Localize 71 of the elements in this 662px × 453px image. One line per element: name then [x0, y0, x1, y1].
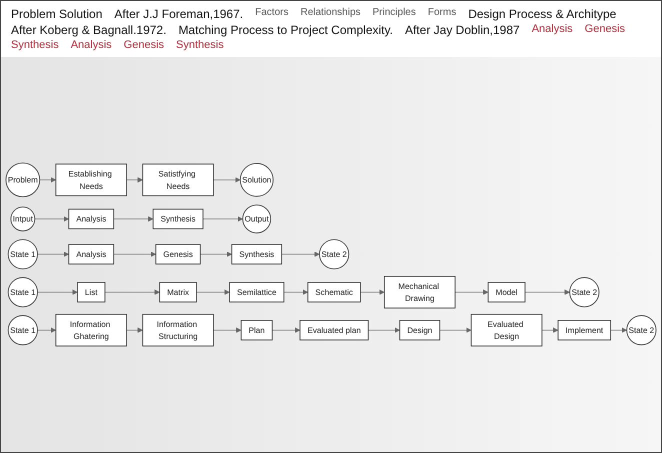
annotation-text: Factors: [255, 7, 288, 20]
node-box: Information Structuring: [142, 314, 214, 346]
arrow: [542, 327, 558, 333]
arrow: [200, 252, 232, 257]
arrow: [37, 289, 78, 295]
node-circle: State 1: [8, 277, 38, 308]
heading-text: Matching Process to Project Complexity.: [178, 23, 393, 37]
arrow: [284, 289, 308, 295]
heading-text: After J.J Foreman,1967.: [114, 7, 244, 21]
phase-label: Analysis: [70, 39, 112, 51]
node-circle: State 2: [626, 315, 656, 346]
annotation-text: Relationships: [300, 7, 361, 20]
arrow: [454, 289, 488, 295]
node-box: Analysis: [68, 208, 114, 230]
node-box: Satistfying Needs: [142, 164, 214, 196]
node-box: Analysis: [68, 244, 114, 264]
arrow: [610, 327, 627, 333]
node-box: Design: [399, 320, 440, 340]
arrow: [272, 327, 300, 333]
node-circle: Intput: [10, 206, 36, 232]
node-box: Information Ghatering: [55, 314, 127, 346]
annotation-text: Forms: [428, 7, 456, 20]
node-box: Synthesis: [231, 244, 282, 264]
arrow: [524, 289, 570, 295]
node-circle: State 2: [569, 277, 600, 308]
node-circle: State 2: [319, 239, 350, 270]
phase-label: Analysis: [532, 23, 573, 37]
arrow: [439, 327, 472, 333]
node-box: Genesis: [155, 244, 201, 264]
node-box: Evaluated plan: [300, 320, 369, 340]
node-box: Matrix: [159, 282, 197, 302]
arrow: [360, 289, 385, 295]
node-box: Establishing Needs: [55, 164, 127, 196]
heading-text: Problem Solution: [11, 7, 102, 21]
phase-label: Synthesis: [11, 39, 59, 51]
arrow: [281, 252, 320, 257]
node-circle: Solution: [240, 163, 274, 197]
node-box: Synthesis: [152, 208, 204, 230]
phase-label: Synthesis: [176, 39, 224, 51]
arrow: [202, 216, 243, 222]
arrow: [34, 216, 69, 222]
arrow: [368, 327, 400, 333]
phase-label: Genesis: [584, 23, 626, 37]
node-box: Implement: [558, 320, 612, 340]
arrow: [213, 327, 242, 333]
arrow: [39, 177, 56, 183]
heading-text: After Jay Doblin,1987: [404, 23, 520, 37]
arrow: [126, 177, 143, 183]
annotation-text: Principles: [372, 7, 416, 20]
arrow: [126, 327, 143, 333]
node-box: Evaluated Design: [470, 314, 542, 346]
node-box: List: [77, 282, 106, 302]
phase-label: Genesis: [124, 39, 164, 51]
node-circle: State 1: [8, 239, 38, 270]
heading-text: Design Process & Architype: [468, 7, 616, 21]
node-box: Schematic: [307, 282, 361, 302]
node-box: Mechanical Drawing: [384, 276, 456, 308]
arrow: [104, 289, 160, 295]
heading-text: After Koberg & Bagnall.1972.: [11, 23, 166, 37]
node-box: Semilattice: [229, 282, 284, 302]
arrow: [213, 177, 241, 183]
arrow: [113, 252, 156, 257]
arrow: [37, 252, 69, 257]
node-box: Model: [488, 282, 526, 302]
node-circle: Problem: [6, 162, 40, 198]
arrow: [113, 216, 154, 222]
arrow: [37, 327, 56, 333]
node-circle: Output: [242, 204, 272, 234]
node-box: Plan: [240, 320, 273, 340]
node-circle: State 1: [8, 315, 38, 346]
arrow: [196, 289, 230, 295]
